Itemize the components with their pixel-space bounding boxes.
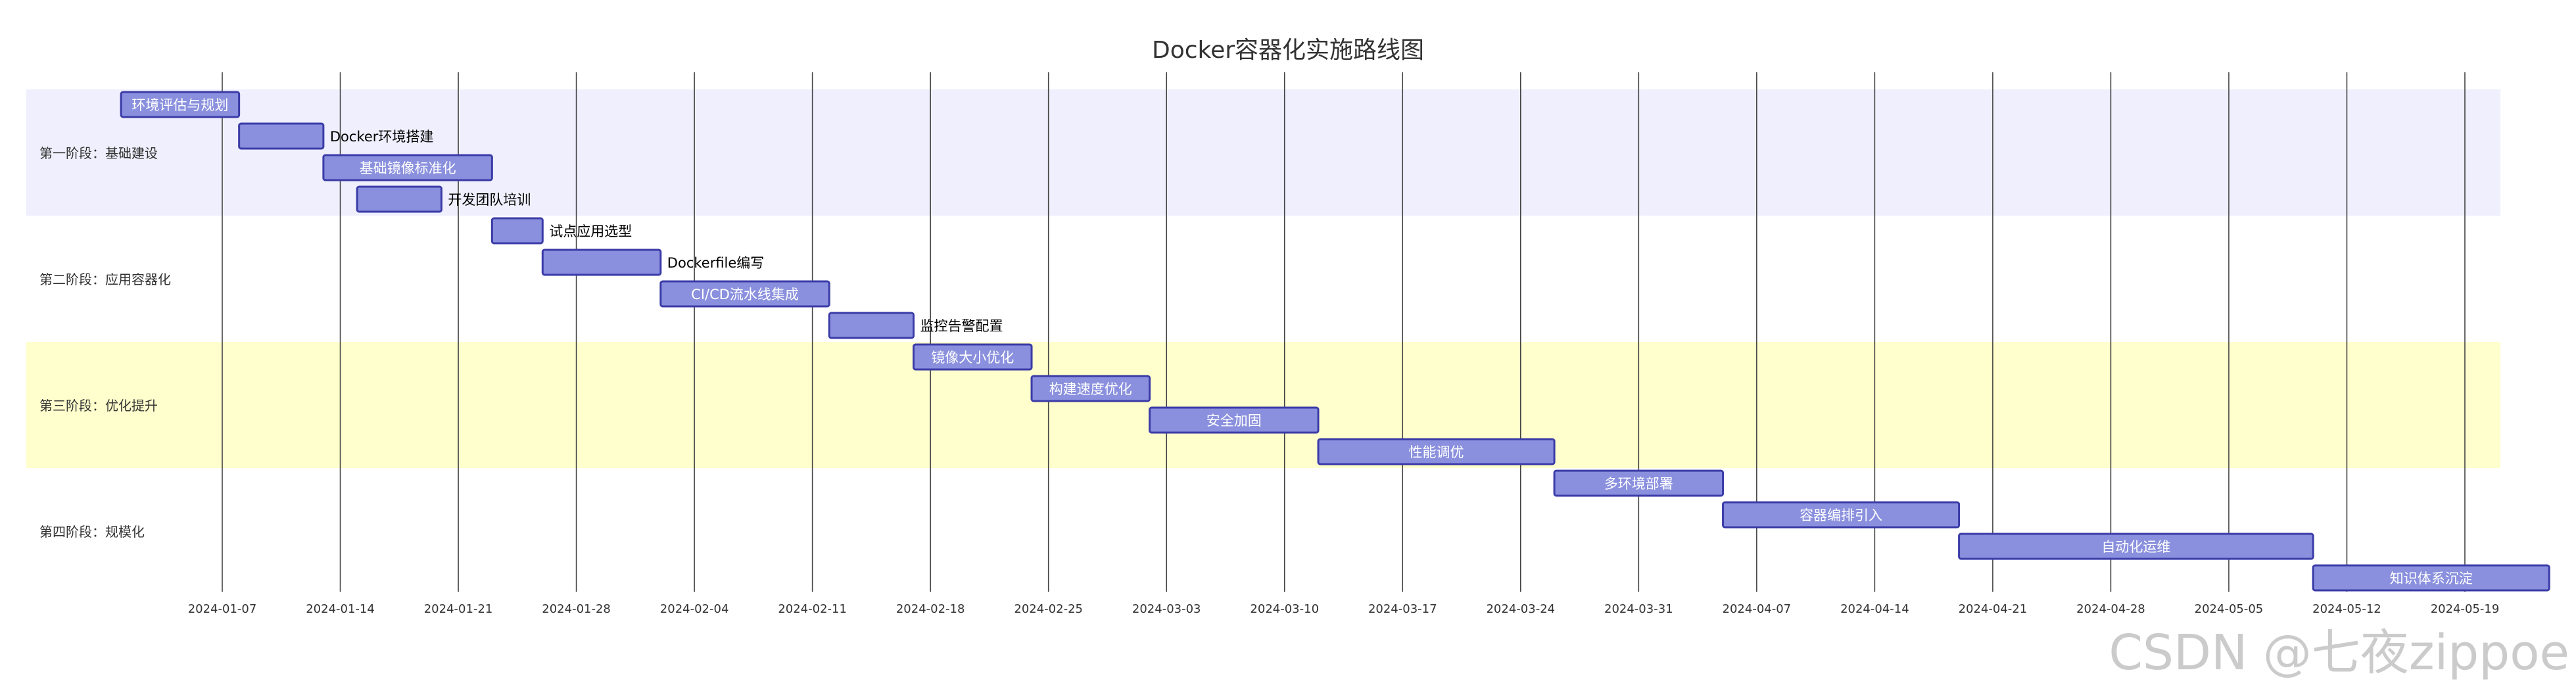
- x-tick-label: 2024-03-03: [1132, 602, 1201, 616]
- section-label: 第一阶段：基础建设: [39, 145, 158, 161]
- task-bar: [1030, 375, 1151, 402]
- section-label: 第二阶段：应用容器化: [39, 272, 171, 287]
- task-label: 性能调优: [1409, 444, 1464, 460]
- section-label: 第三阶段：优化提升: [39, 398, 158, 414]
- task-bar: [828, 312, 915, 339]
- x-tick-label: 2024-01-14: [306, 602, 375, 616]
- task-label: Docker环境搭建: [330, 129, 434, 145]
- task-label: 开发团队培训: [448, 192, 531, 208]
- chart-title: Docker容器化实施路线图: [1152, 37, 1424, 64]
- task-label: CI/CD流水线集成: [691, 287, 799, 302]
- x-tick-label: 2024-02-11: [778, 602, 847, 616]
- task-label: 知识体系沉淀: [2390, 571, 2473, 586]
- x-tick-label: 2024-03-24: [1486, 602, 1555, 616]
- x-tick-label: 2024-05-05: [2195, 602, 2264, 616]
- section-band: [26, 342, 2500, 468]
- x-tick-label: 2024-03-31: [1604, 602, 1673, 616]
- x-tick-label: 2024-05-19: [2431, 602, 2500, 616]
- task-bar: [659, 280, 830, 308]
- section-label: 第四阶段：规模化: [39, 524, 145, 540]
- task-bar: [322, 154, 493, 181]
- task-label: 安全加固: [1206, 413, 1262, 429]
- task-bar: [1317, 438, 1556, 465]
- x-tick-label: 2024-04-28: [2076, 602, 2145, 616]
- x-tick-label: 2024-01-07: [188, 602, 257, 616]
- x-tick-label: 2024-04-14: [1840, 602, 1909, 616]
- x-tick-label: 2024-03-10: [1250, 602, 1319, 616]
- task-bar: [490, 217, 544, 245]
- x-tick-label: 2024-02-18: [896, 602, 965, 616]
- task-bar: [1149, 406, 1320, 434]
- section-band: [26, 216, 2500, 342]
- x-tick-label: 2024-04-07: [1723, 602, 1792, 616]
- task-bar: [2312, 564, 2550, 592]
- task-bar: [120, 91, 241, 118]
- task-label: 多环境部署: [1604, 476, 1673, 492]
- csdn-watermark: CSDN @七夜zippoe: [2109, 625, 2569, 681]
- task-bar: [238, 122, 325, 150]
- x-tick-label: 2024-02-04: [660, 602, 729, 616]
- x-tick-label: 2024-05-12: [2312, 602, 2381, 616]
- task-bar: [1722, 501, 1961, 529]
- section-band: [26, 468, 2500, 594]
- x-tick-label: 2024-03-17: [1368, 602, 1437, 616]
- x-tick-label: 2024-02-25: [1014, 602, 1083, 616]
- task-label: 镜像大小优化: [931, 350, 1014, 366]
- task-label: 监控告警配置: [920, 318, 1003, 334]
- task-bar: [1553, 469, 1725, 497]
- task-bar: [1958, 533, 2314, 560]
- task-label: 构建速度优化: [1049, 381, 1132, 397]
- x-tick-label: 2024-01-21: [424, 602, 493, 616]
- task-label: 自动化运维: [2101, 539, 2170, 555]
- task-bar: [913, 343, 1033, 371]
- task-label: 容器编排引入: [1800, 508, 1882, 523]
- task-label: Dockerfile编写: [667, 255, 765, 271]
- task-bar: [356, 185, 442, 213]
- x-tick-label: 2024-04-21: [1959, 602, 2028, 616]
- task-label: 环境评估与规划: [131, 97, 228, 113]
- task-label: 基础镜像标准化: [360, 160, 456, 176]
- task-bar: [541, 249, 662, 276]
- x-tick-label: 2024-01-28: [542, 602, 611, 616]
- task-label: 试点应用选型: [549, 224, 632, 239]
